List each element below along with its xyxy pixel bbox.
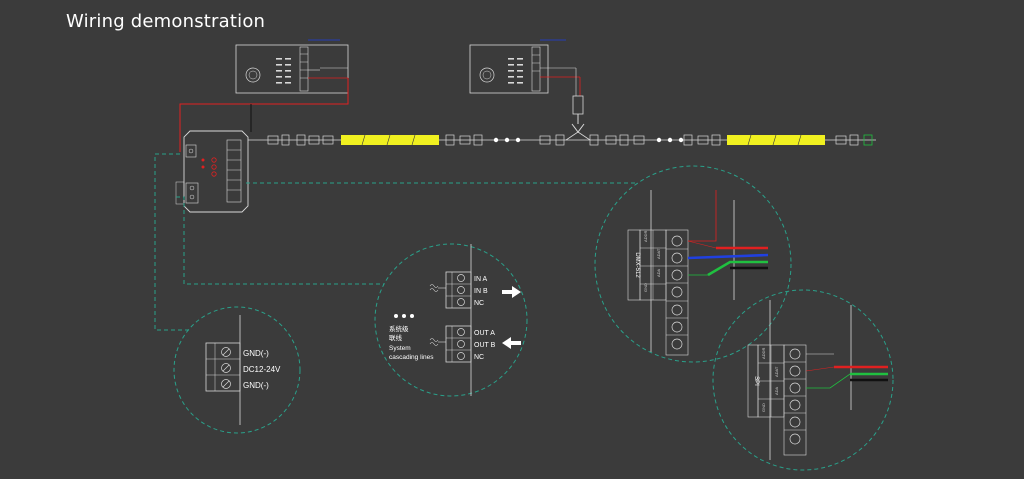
- power-terminal-1: GND(-): [243, 349, 269, 358]
- led-strip-segment-1: [341, 135, 439, 145]
- power-terminal-2: DC12-24V: [243, 365, 281, 374]
- cascade-output-1: OUT A: [474, 330, 495, 337]
- power-supply-1: [235, 39, 349, 94]
- cascade-note-cn-1: 系统级: [389, 324, 409, 333]
- cascade-input-1: IN A: [474, 276, 488, 283]
- cascade-zoom: IN A IN B NC OUT A OUT B NC 系统级 联线 Syste…: [374, 243, 528, 397]
- dmx-pin-4: ADDR: [643, 231, 648, 242]
- spi-pin-2: ADA: [774, 386, 779, 395]
- power-input-zoom: GND(-) DC12-24V GND(-): [173, 306, 301, 434]
- cascade-input-2: IN B: [474, 288, 488, 295]
- dmx-pin-2: ADA: [656, 268, 661, 277]
- power-supply-2: [469, 39, 585, 133]
- controller-unit: [175, 130, 249, 213]
- cascade-output-2: OUT B: [474, 342, 496, 349]
- zoom-leaders: [154, 153, 638, 331]
- cascade-input-3: NC: [474, 300, 484, 307]
- spi-zoom: SPI GND ADA ADAT ADDR: [712, 289, 894, 471]
- dmx-pin-1: GND: [643, 283, 648, 292]
- spi-header: SPI: [753, 376, 759, 386]
- output-arrow-icon: [502, 337, 521, 349]
- diagram-title: Wiring demonstration: [66, 11, 266, 32]
- spi-pin-1: GND: [761, 403, 766, 412]
- chain-ellipsis-2: [656, 137, 684, 143]
- power-terminal-3: GND(-): [243, 381, 269, 390]
- input-arrow-icon: [502, 286, 521, 298]
- cascade-note-cn-2: 联线: [389, 333, 403, 342]
- dmx-pin-3: ADAT: [656, 248, 661, 259]
- dmx-header: DMX-512: [634, 252, 640, 278]
- cascade-ellipsis: [394, 314, 414, 318]
- cascade-note-en-2: cascading lines: [389, 354, 434, 361]
- spi-pin-3: ADAT: [774, 366, 779, 377]
- chain-ellipsis-1: [493, 137, 521, 143]
- power-wire-red: [179, 78, 349, 152]
- dmx-zoom: DMX-512 GND ADA ADAT ADDR: [594, 165, 792, 363]
- spi-pin-4: ADDR: [761, 348, 766, 359]
- led-strip-segment-2: [727, 135, 825, 145]
- led-strip-chain: [248, 131, 876, 146]
- cascade-note-en-1: System: [389, 345, 411, 352]
- cascade-output-3: NC: [474, 354, 484, 361]
